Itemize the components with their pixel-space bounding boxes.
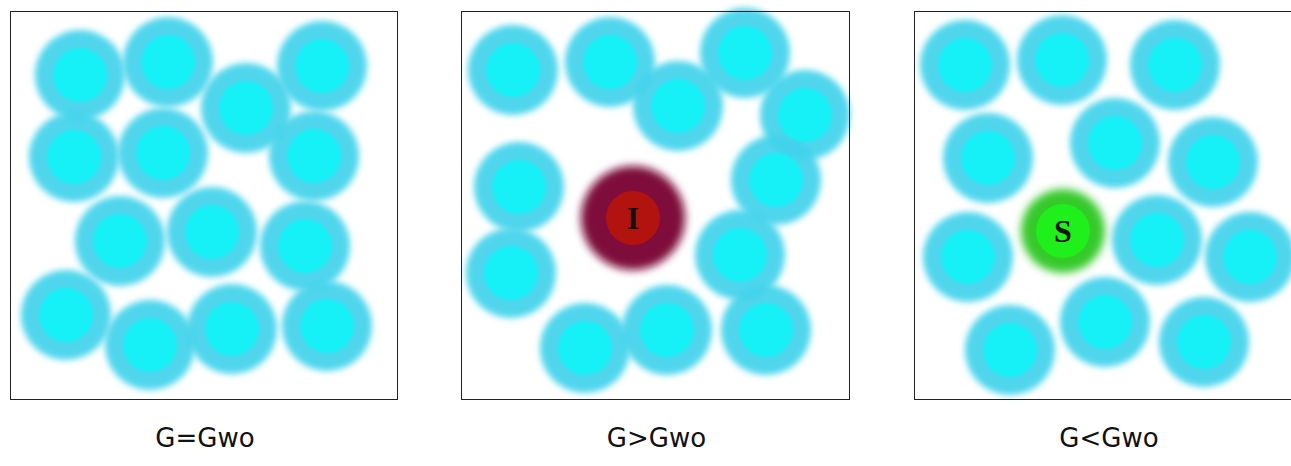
water-molecule — [713, 228, 767, 282]
water-molecule — [640, 303, 694, 357]
solvation-shell — [468, 25, 558, 115]
water-molecule — [492, 160, 546, 214]
water-molecule — [938, 38, 992, 92]
solvation-shell — [1017, 15, 1107, 105]
water-molecule — [1078, 295, 1132, 349]
water-molecule — [1088, 116, 1142, 170]
solvation-shell — [474, 142, 564, 232]
solvation-shell — [105, 300, 195, 390]
solvation-shell — [540, 303, 630, 393]
solute-particle: I — [571, 156, 695, 280]
water-molecule — [739, 303, 793, 357]
panel-caption: G=Gwo — [155, 423, 254, 454]
solvation-shell — [277, 21, 367, 111]
solvent-panel: G<GwoS — [914, 11, 1291, 400]
water-molecule — [1177, 315, 1231, 369]
water-molecule — [219, 81, 273, 135]
solvation-shell — [1168, 117, 1258, 207]
solute-shell — [581, 166, 685, 270]
solvation-shell — [622, 285, 712, 375]
water-molecule — [185, 205, 239, 259]
solvation-shell — [75, 196, 165, 286]
solute-particle: S — [1001, 169, 1125, 293]
water-molecule — [1035, 33, 1089, 87]
solute-label: S — [1054, 215, 1072, 247]
solvation-shell — [923, 212, 1013, 302]
solvation-shell — [123, 17, 213, 107]
water-molecule — [1148, 38, 1202, 92]
panel-caption: G>Gwo — [607, 423, 706, 454]
water-molecule — [39, 288, 93, 342]
water-molecule — [778, 88, 832, 142]
solvation-shell — [1060, 277, 1150, 367]
water-molecule — [749, 153, 803, 207]
solvation-shell — [167, 187, 257, 277]
panel-caption: G<Gwo — [1059, 423, 1158, 454]
solute-core — [1036, 204, 1090, 258]
solvation-shell — [187, 284, 277, 374]
solvent-panel: G>GwoI — [461, 11, 850, 400]
solvation-shell — [35, 30, 125, 120]
water-molecule — [123, 318, 177, 372]
water-molecule — [484, 246, 538, 300]
solvation-shell — [1112, 195, 1202, 285]
water-molecule — [47, 130, 101, 184]
solvation-shell — [1205, 212, 1291, 302]
solvation-shell — [118, 108, 208, 198]
solvation-shell — [1070, 98, 1160, 188]
solvation-shell — [21, 270, 111, 360]
solvation-shell — [1130, 20, 1220, 110]
solvation-shell — [721, 285, 811, 375]
water-molecule — [295, 39, 349, 93]
water-molecule — [651, 79, 705, 133]
water-molecule — [278, 219, 332, 273]
water-molecule — [961, 131, 1015, 185]
water-molecule — [1186, 135, 1240, 189]
water-molecule — [53, 48, 107, 102]
solvation-shell — [269, 111, 359, 201]
water-molecule — [1223, 230, 1277, 284]
solvation-shell — [282, 281, 372, 371]
water-molecule — [718, 26, 772, 80]
water-molecule — [941, 230, 995, 284]
water-molecule — [136, 126, 190, 180]
water-molecule — [300, 299, 354, 353]
solvation-shell — [260, 201, 350, 291]
water-molecule — [583, 35, 637, 89]
solvation-shell — [943, 113, 1033, 203]
water-molecule — [1130, 213, 1184, 267]
water-molecule — [486, 43, 540, 97]
solvation-shell — [965, 305, 1055, 395]
water-molecule — [558, 321, 612, 375]
solvation-shell — [920, 20, 1010, 110]
solvation-shell — [29, 112, 119, 202]
water-molecule — [141, 35, 195, 89]
water-molecule — [983, 323, 1037, 377]
solvation-shell — [633, 61, 723, 151]
solute-shell — [1021, 189, 1105, 273]
solvation-shell — [466, 228, 556, 318]
solvent-panel: G=Gwo — [10, 11, 398, 400]
solute-label: I — [627, 202, 639, 234]
solute-core — [606, 191, 660, 245]
water-molecule — [287, 129, 341, 183]
water-molecule — [93, 214, 147, 268]
water-molecule — [205, 302, 259, 356]
solvation-shell — [1159, 297, 1249, 387]
